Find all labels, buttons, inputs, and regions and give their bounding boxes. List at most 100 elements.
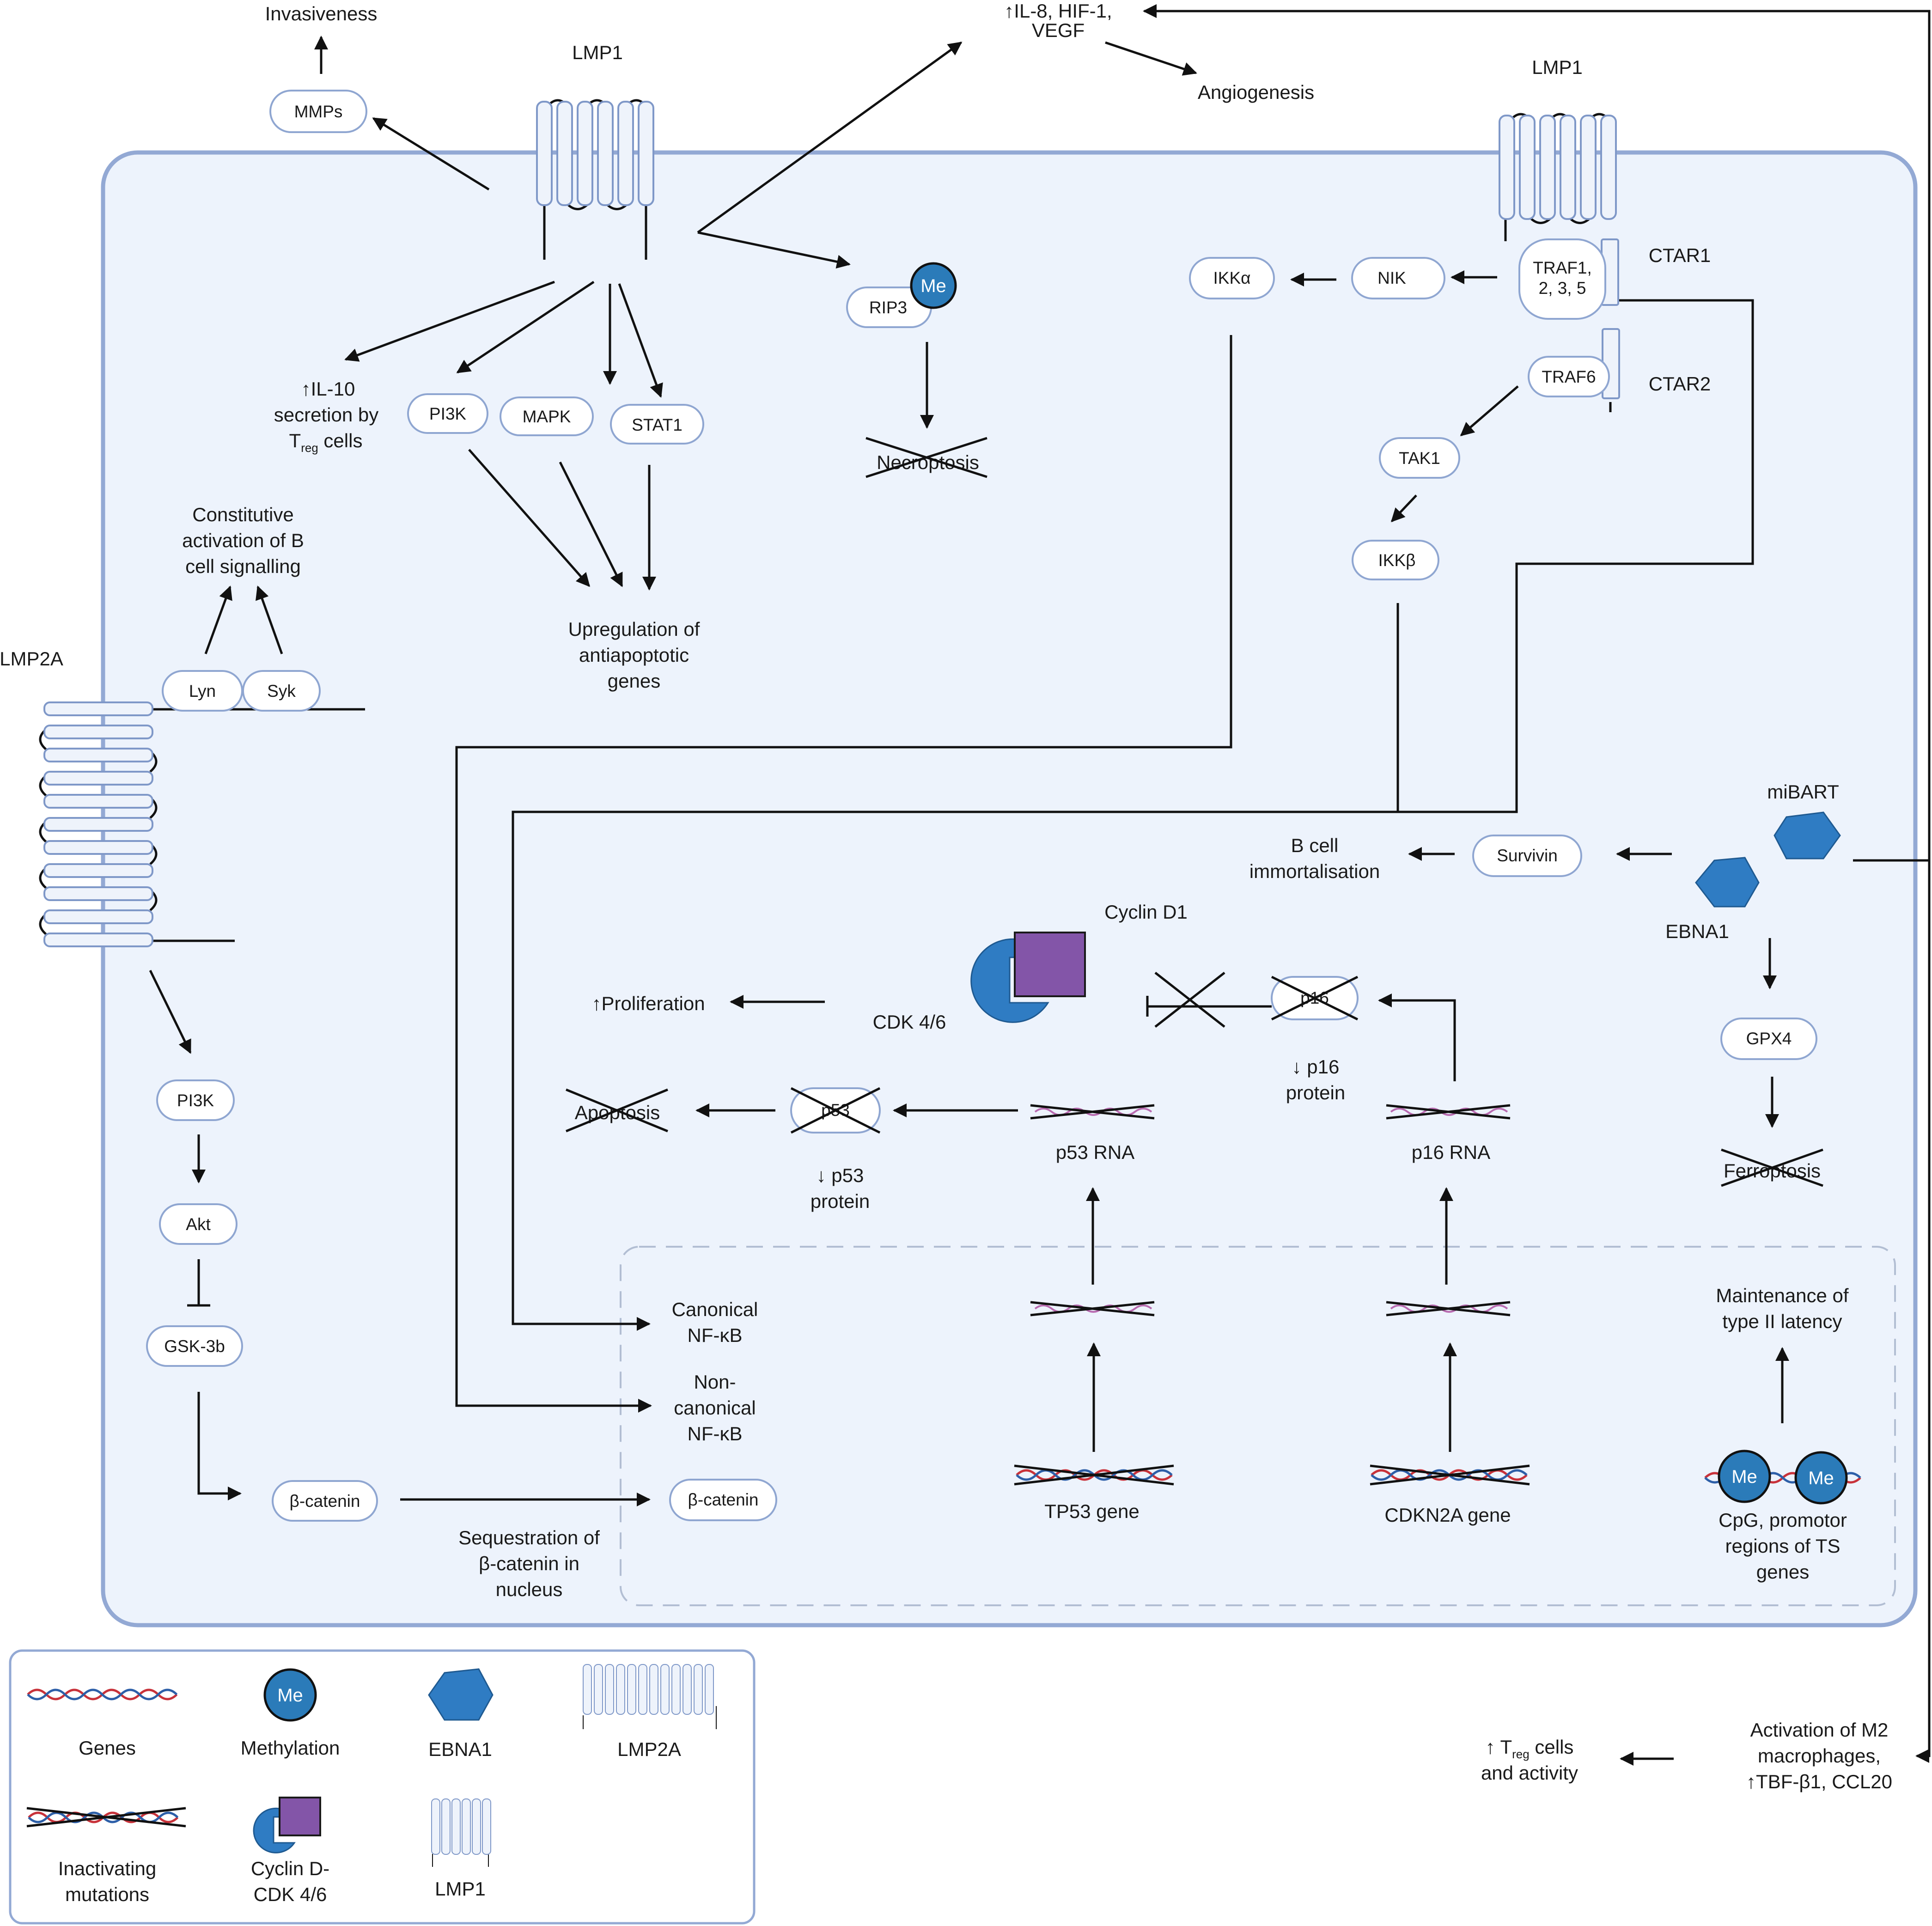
nucleus-boundary bbox=[620, 1246, 1896, 1606]
tak1-node bbox=[1379, 437, 1460, 479]
cyclin-d1-label: Cyclin D1 bbox=[1104, 901, 1188, 923]
lmp1-right-label: LMP1 bbox=[1532, 56, 1583, 78]
line-mibart-to-il8 bbox=[1143, 4, 1931, 860]
lmp2a-pi3k-label: PI3K bbox=[177, 1091, 214, 1110]
bcatenin-nucleus-label: β-catenin bbox=[688, 1490, 759, 1509]
arrow-gsk3b-to-bcatenin bbox=[197, 1392, 242, 1500]
arrow-il8-to-angiogenesis bbox=[1105, 41, 1197, 76]
arrow-lyn-to-constitutive bbox=[204, 585, 232, 654]
cpg-label-line1: CpG, promotor bbox=[1719, 1509, 1847, 1531]
lmp1-left-label: LMP1 bbox=[572, 42, 623, 63]
invasiveness-label: Invasiveness bbox=[265, 3, 378, 24]
ferroptosis-cross bbox=[1721, 1148, 1823, 1187]
rip3-me-label: Me bbox=[920, 276, 946, 296]
lmp2a-icon bbox=[39, 701, 365, 947]
p53-rna-label: p53 RNA bbox=[1056, 1141, 1134, 1163]
ikka-label: IKKα bbox=[1213, 268, 1250, 287]
lyn-label: Lyn bbox=[189, 682, 216, 701]
legend-cyclin-icon bbox=[279, 1797, 321, 1836]
line-mibart-to-m2-activation bbox=[1853, 859, 1931, 1763]
constitutive-label-line3: cell signalling bbox=[185, 555, 301, 577]
survivin-node bbox=[1472, 835, 1582, 877]
noncanonical-nfkb-line2: canonical bbox=[674, 1397, 756, 1419]
cpg-label-line2: regions of TS bbox=[1725, 1535, 1840, 1557]
lmp2a-label: LMP2A bbox=[0, 648, 63, 670]
arrow-traf6-to-tak1 bbox=[1460, 385, 1519, 436]
legend-ebna1-icon bbox=[428, 1668, 494, 1721]
traf1235-label-line1: TRAF1, bbox=[1533, 258, 1591, 277]
line-ikka-to-noncanonical-nfkb bbox=[455, 335, 1232, 1413]
legend-cyclin-line1: Cyclin D- bbox=[251, 1858, 329, 1879]
arrow-lmp1-to-il8 bbox=[697, 41, 963, 234]
legend-inactivating-line1: Inactivating bbox=[58, 1858, 156, 1879]
bcatenin-label: β-catenin bbox=[290, 1492, 360, 1511]
syk-label: Syk bbox=[267, 682, 296, 701]
apoptosis-label: Apoptosis bbox=[575, 1102, 660, 1123]
arrow-tak1-to-ikkb bbox=[1390, 494, 1417, 523]
ikka-node bbox=[1189, 257, 1275, 299]
arrow-lmp1-to-rip3 bbox=[697, 231, 851, 269]
survivin-label: Survivin bbox=[1497, 846, 1558, 865]
mibart-label: miBART bbox=[1767, 781, 1839, 803]
canonical-nfkb-line2: NF-κB bbox=[688, 1324, 743, 1346]
il8-label-line2: VEGF bbox=[1032, 19, 1085, 41]
gpx4-node bbox=[1720, 1018, 1817, 1060]
m2-activation-line2: macrophages, bbox=[1758, 1745, 1881, 1767]
pi3k-label: PI3K bbox=[429, 404, 467, 423]
legend-methylation-me: Me bbox=[277, 1685, 303, 1706]
rip3-methylation-icon bbox=[910, 262, 957, 309]
il8-label-line1: ↑IL-8, HIF-1, bbox=[1004, 0, 1112, 22]
gpx4-label: GPX4 bbox=[1746, 1029, 1792, 1048]
bcell-immortalisation-line1: B cell bbox=[1291, 835, 1339, 856]
line-ctar1-to-canonical bbox=[1398, 299, 1754, 813]
legend-box bbox=[9, 1649, 756, 1925]
p53-protein-line2: protein bbox=[811, 1190, 870, 1212]
noncanonical-nfkb-line1: Non- bbox=[694, 1371, 736, 1393]
stat1-label: STAT1 bbox=[632, 415, 683, 434]
p16-cross bbox=[1271, 975, 1359, 1021]
upregulation-label-line2: antiapoptotic bbox=[579, 644, 689, 666]
cdkn2a-gene-icon bbox=[1370, 1464, 1530, 1486]
m2-activation-line1: Activation of M2 bbox=[1750, 1719, 1889, 1741]
legend-lmp1-icon bbox=[431, 1798, 491, 1867]
inhibition-blocked-cross bbox=[1154, 972, 1225, 1028]
upregulation-label-line3: genes bbox=[608, 670, 660, 692]
ikkb-node bbox=[1352, 540, 1439, 580]
p16-protein-line2: protein bbox=[1286, 1082, 1345, 1103]
p53-protein-line1: ↓ p53 bbox=[817, 1164, 864, 1186]
ctar2-label: CTAR2 bbox=[1649, 373, 1711, 395]
akt-label: Akt bbox=[186, 1215, 211, 1234]
nik-label: NIK bbox=[1377, 268, 1406, 287]
arrow-lmp1-to-il10 bbox=[344, 280, 555, 362]
arrow-syk-to-constitutive bbox=[255, 585, 283, 654]
nik-node bbox=[1351, 257, 1445, 299]
cyclin-d1-icon bbox=[1014, 932, 1086, 997]
ferroptosis-label: Ferroptosis bbox=[1724, 1160, 1821, 1182]
p53-rna-icon bbox=[1030, 1104, 1155, 1120]
angiogenesis-label: Angiogenesis bbox=[1198, 81, 1314, 103]
ebna1-icon bbox=[1695, 857, 1760, 908]
legend-cdk-icon bbox=[253, 1807, 296, 1853]
ctar1-label: CTAR1 bbox=[1649, 244, 1711, 266]
lmp2a-pi3k-node bbox=[156, 1079, 235, 1121]
sequestration-label-line3: nucleus bbox=[496, 1579, 563, 1600]
lmp1-left-icon bbox=[536, 99, 654, 260]
il10-label-line2: secretion by bbox=[274, 404, 378, 426]
cpg-methylation-icon-2 bbox=[1794, 1451, 1848, 1505]
ebna1-label: EBNA1 bbox=[1665, 920, 1729, 942]
mibart-icon bbox=[1774, 811, 1841, 859]
ikkb-label: IKKβ bbox=[1378, 551, 1416, 570]
arrow-mapk-to-upregulation bbox=[559, 461, 623, 587]
mmps-node bbox=[269, 90, 367, 133]
pi3k-node bbox=[407, 393, 488, 434]
proliferation-label: ↑Proliferation bbox=[591, 993, 705, 1014]
m2-activation-line3: ↑TBF-β1, CCL20 bbox=[1746, 1771, 1892, 1792]
p53-cross bbox=[790, 1087, 881, 1134]
legend-genes-label: Genes bbox=[79, 1737, 136, 1759]
treg-activity-line1: ↑ Treg cells bbox=[1486, 1736, 1574, 1761]
treg-activity-line2: and activity bbox=[1481, 1762, 1578, 1784]
traf1235-label-line2: 2, 3, 5 bbox=[1539, 279, 1586, 298]
il10-label-line3: Treg cells bbox=[289, 430, 363, 455]
gsk3b-label: GSK-3b bbox=[164, 1337, 225, 1356]
